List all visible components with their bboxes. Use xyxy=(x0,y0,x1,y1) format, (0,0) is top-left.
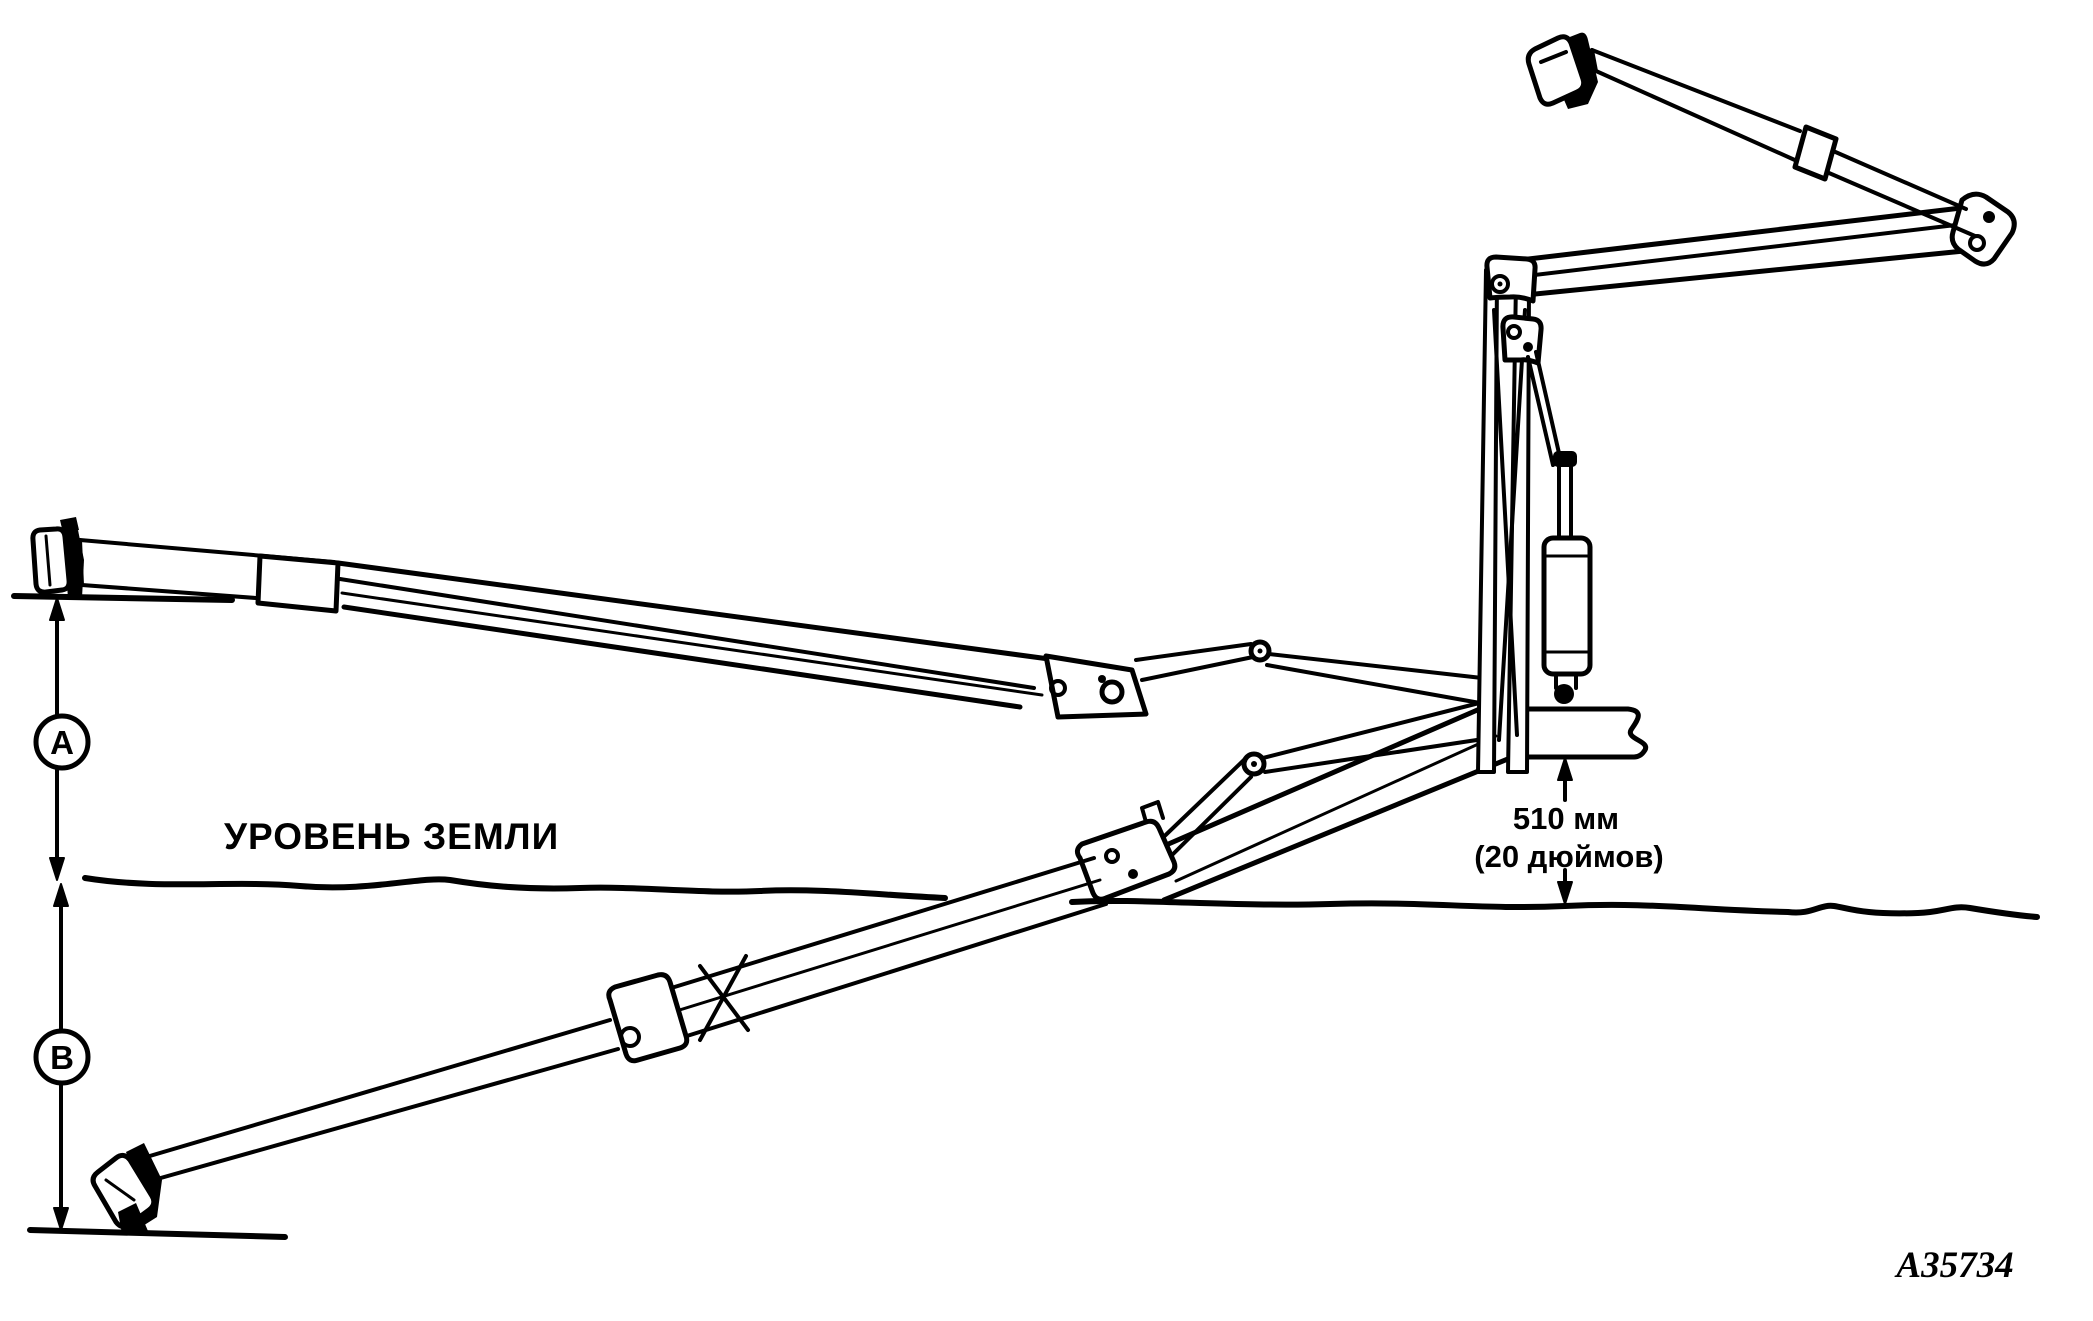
horizontal-link-bottom xyxy=(1140,655,1255,682)
lowered-boom-bottom xyxy=(1161,751,1523,903)
boom-horizontal-position xyxy=(30,517,1484,720)
mast-diagonal2 xyxy=(1497,308,1527,742)
horizontal-link-pivot-pin xyxy=(1257,648,1263,654)
lowered-boom-top xyxy=(1147,705,1485,855)
raised-tip-foot-slot xyxy=(1539,50,1568,64)
horizontal-boom-top xyxy=(335,560,1052,662)
lowered-link-edge1 xyxy=(1148,756,1248,852)
lowered-link-pivot-pin xyxy=(1251,761,1257,767)
dimension-a-balloon xyxy=(33,713,91,771)
lowered-hose-tab xyxy=(1140,800,1165,824)
ground-level-label: УРОВЕНЬ ЗЕМЛИ xyxy=(224,816,559,857)
cylinder-bottom-clevis xyxy=(1554,672,1578,690)
truck-frame-beam xyxy=(1521,706,1649,760)
horizontal-boom-bottom xyxy=(341,604,1023,710)
raised-nose-bottom xyxy=(1594,69,1799,163)
clearance-alt-label: (20 дюймов) xyxy=(1474,839,1663,874)
dimension-b-label: B xyxy=(50,1039,74,1076)
horizontal-link-arm1 xyxy=(1267,652,1484,680)
horizontal-boom-line3 xyxy=(340,591,1044,697)
cylinder-link2 xyxy=(1526,355,1555,467)
horizontal-boom-line2 xyxy=(338,577,1036,690)
raised-tip-foot-plate xyxy=(1525,34,1587,107)
boom-lowered-position xyxy=(90,699,1523,1234)
raised-elbow-pin xyxy=(1983,211,1995,223)
raised-main-arm xyxy=(1500,203,1981,265)
frame-beam-outline xyxy=(1521,706,1649,760)
dimension-a-arrowhead-down xyxy=(49,857,65,881)
horizontal-bracket-pivot xyxy=(1099,679,1125,705)
mast-diagonal1 xyxy=(1492,308,1519,737)
raised-stick-bottom xyxy=(1827,171,1977,238)
mast-bracket-pin xyxy=(1523,342,1533,352)
raised-elbow-bracket xyxy=(1949,191,2017,267)
lowered-link-arm2 xyxy=(1263,736,1492,774)
dimension-a-label: A xyxy=(50,724,74,761)
lower-reference-line xyxy=(27,1227,288,1240)
dimension-b-arrowhead-down xyxy=(53,1207,69,1231)
cylinder-rod-clevis xyxy=(1553,451,1577,467)
raised-telescope-collar xyxy=(1792,124,1839,182)
horizontal-tip-nub xyxy=(60,517,79,533)
lowered-joint-bracket xyxy=(606,972,690,1064)
horizontal-bracket-pin xyxy=(1098,675,1106,683)
lowered-tip-foot-slot xyxy=(104,1178,136,1202)
lift-cylinder xyxy=(1526,350,1593,704)
lowered-joint-pivot xyxy=(619,1026,641,1048)
raised-nose-end xyxy=(1590,48,1598,73)
mast-second-bracket xyxy=(1500,314,1544,366)
horizontal-link-arm2 xyxy=(1265,663,1482,705)
dimension-b xyxy=(33,883,91,1231)
lowered-section2-top xyxy=(666,856,1096,991)
lowered-stick-top xyxy=(141,1018,612,1160)
lowered-tip-ground-contact xyxy=(118,1203,148,1234)
horizontal-tip-foot-slot xyxy=(44,534,52,587)
lowered-section2-bottom xyxy=(650,902,1108,1049)
clearance-value-label: 510 мм xyxy=(1513,801,1619,836)
lowered-mid-bracket xyxy=(1074,818,1178,902)
cylinder-link1 xyxy=(1534,350,1563,464)
lowered-link-edge2 xyxy=(1161,775,1253,866)
lowered-boom-inner xyxy=(1174,734,1498,883)
cylinder-base-pivot xyxy=(1554,684,1574,704)
lowered-bracket-pin xyxy=(1128,869,1138,879)
horizontal-telescope-collar xyxy=(255,553,341,614)
horizontal-link-top xyxy=(1134,642,1253,662)
lowered-link-arm1 xyxy=(1261,699,1489,760)
raised-main-arm-inner xyxy=(1507,220,1983,280)
cylinder-body xyxy=(1541,535,1593,677)
lowered-section2-inner xyxy=(658,878,1102,1018)
lowered-bracket-hole xyxy=(1104,848,1120,864)
horizontal-base-bracket xyxy=(1043,653,1149,720)
dimension-a xyxy=(33,597,91,881)
raised-main-arm-bottom xyxy=(1512,247,1977,299)
raised-nose-top xyxy=(1590,48,1802,133)
raised-stick-top xyxy=(1822,145,1968,211)
mast-top-pivot-pin xyxy=(1497,281,1503,287)
boom-raised-position xyxy=(1500,32,2017,299)
labels: УРОВЕНЬ ЗЕМЛИ A B 510 мм (20 дюймов) A35… xyxy=(50,724,2014,1286)
upper-reference-line xyxy=(11,593,235,603)
ground-line xyxy=(82,875,2040,920)
clearance-dimension xyxy=(1557,757,1573,905)
mast-bracket-hole xyxy=(1506,324,1522,340)
figure-code: A35734 xyxy=(1894,1245,2013,1286)
lowered-brace2 xyxy=(698,964,750,1032)
clearance-arrowhead-down xyxy=(1557,881,1573,905)
cylinder-rod xyxy=(1557,463,1573,542)
horizontal-bracket-hole xyxy=(1049,679,1067,697)
horizontal-tip-foot-plate xyxy=(30,526,72,595)
mast xyxy=(1476,254,1544,774)
lowered-stick-bottom xyxy=(148,1047,620,1183)
